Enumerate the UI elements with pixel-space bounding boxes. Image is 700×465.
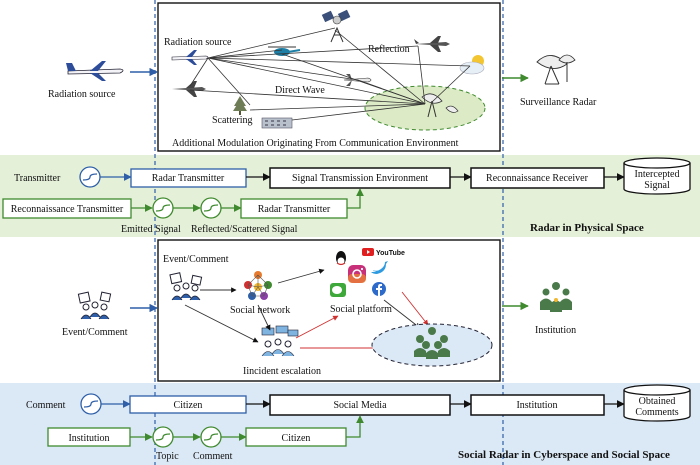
right-institution-icon bbox=[540, 282, 572, 312]
signal-env-text: Signal Transmission Environment bbox=[292, 173, 428, 184]
transmitter-generator-icon bbox=[79, 166, 101, 188]
physical-space-title: Radar in Physical Space bbox=[530, 222, 644, 234]
fighter-jet-lower-icon bbox=[172, 81, 206, 97]
social-platform-label: Social platform bbox=[330, 304, 392, 315]
inner-event-comment-label: Event/Comment bbox=[163, 254, 229, 265]
comment2-label: Comment bbox=[193, 451, 233, 462]
institution-group-icon bbox=[414, 327, 450, 359]
topic-generator-icon bbox=[152, 426, 174, 448]
reflected-signal-generator-icon bbox=[200, 197, 222, 219]
intercepted-line2: Signal bbox=[644, 180, 670, 191]
social-media-box bbox=[269, 394, 451, 416]
obtained-line1: Obtained bbox=[639, 396, 676, 407]
arrow-citizen2-to-media bbox=[346, 415, 364, 438]
left-radiation-source-label: Radiation source bbox=[48, 89, 116, 100]
satellite-icon bbox=[321, 9, 351, 43]
signal-env-box bbox=[269, 167, 451, 189]
social-network-label: Social network bbox=[230, 305, 290, 316]
obtained-comments-cylinder bbox=[623, 384, 691, 422]
qq-icon bbox=[336, 251, 346, 266]
citizen-text: Citizen bbox=[174, 400, 203, 411]
receiver-zone-ellipse bbox=[364, 85, 486, 131]
radar-dish-icon-2 bbox=[445, 105, 459, 113]
comment2-generator-icon bbox=[200, 426, 222, 448]
recon-transmitter-text: Reconnaissance Transmitter bbox=[11, 204, 124, 215]
physical-environment-frame bbox=[157, 2, 501, 152]
arrow-incident-to-platform bbox=[295, 315, 339, 339]
recon-receiver-text: Reconnaissance Receiver bbox=[486, 173, 589, 184]
institution-text: Institution bbox=[516, 400, 557, 411]
intercepted-line1: Intercepted bbox=[635, 169, 680, 180]
institution-zone-ellipse bbox=[371, 323, 493, 367]
arrow-platform-to-institution-2 bbox=[383, 299, 421, 329]
inner-radiation-source-label: Radiation source bbox=[164, 37, 232, 48]
institution2-text: Institution bbox=[68, 433, 109, 444]
inner-airliner-icon bbox=[171, 50, 209, 65]
institution-box bbox=[470, 394, 605, 416]
radar-dish-icon bbox=[421, 93, 443, 118]
comment-generator-icon bbox=[80, 393, 102, 415]
arrow-network-to-platform bbox=[277, 268, 325, 284]
social-network-icon bbox=[244, 271, 272, 300]
youtube-icon: YouTube bbox=[362, 248, 405, 257]
topic-label: Topic bbox=[156, 451, 179, 462]
right-institution-label: Institution bbox=[535, 325, 576, 336]
citizen2-text: Citizen bbox=[282, 433, 311, 444]
wechat-icon bbox=[330, 283, 346, 297]
protest-crowd-icon bbox=[77, 291, 112, 320]
scattering-label: Scattering bbox=[212, 115, 253, 126]
emitted-signal-label: Emitted Signal bbox=[121, 224, 181, 235]
cyber-space-title: Social Radar in Cyberspace and Social Sp… bbox=[458, 449, 670, 461]
surveillance-radar-icon bbox=[536, 54, 576, 85]
youtube-text: YouTube bbox=[376, 250, 405, 257]
cloud-sun-icon bbox=[459, 55, 485, 75]
twitter-icon bbox=[371, 261, 388, 274]
transmitter-label: Transmitter bbox=[14, 173, 61, 184]
reflection-label: Reflection bbox=[368, 44, 410, 55]
inner-protest-icon bbox=[169, 272, 203, 301]
radar-transmitter-text: Radar Transmitter bbox=[152, 173, 225, 184]
fighter-jet-icon bbox=[414, 36, 450, 52]
direct-wave-label: Direct Wave bbox=[275, 85, 325, 96]
tree-icon bbox=[233, 96, 247, 115]
airliner-icon bbox=[66, 61, 124, 81]
reflected-signal-label: Reflected/Scattered Signal bbox=[191, 224, 298, 235]
signal-lines bbox=[189, 27, 471, 121]
facebook-icon bbox=[372, 282, 386, 296]
arrow-network-to-incident bbox=[257, 304, 271, 331]
left-event-comment-label: Event/Comment bbox=[62, 327, 128, 338]
emitted-signal-generator-icon bbox=[152, 197, 174, 219]
recon-receiver-box bbox=[470, 167, 605, 189]
modulation-caption: Additional Modulation Originating From C… bbox=[172, 138, 459, 149]
intercepted-signal-cylinder bbox=[623, 157, 691, 195]
surveillance-radar-label: Surveillance Radar bbox=[520, 97, 597, 108]
radar-transmitter2-text: Radar Transmitter bbox=[258, 204, 331, 215]
radar-transmitter-box bbox=[130, 168, 247, 188]
comment-label: Comment bbox=[26, 400, 66, 411]
incident-escalation-label: Iincident escalation bbox=[243, 366, 321, 377]
arrow-event-to-incident bbox=[184, 304, 259, 343]
obtained-line2: Comments bbox=[635, 407, 678, 418]
instagram-icon bbox=[348, 265, 366, 283]
arrow-platform-to-institution bbox=[401, 291, 429, 326]
building-icon bbox=[261, 117, 293, 129]
social-media-text: Social Media bbox=[333, 400, 387, 411]
arrow-radar2-to-env bbox=[347, 188, 364, 209]
